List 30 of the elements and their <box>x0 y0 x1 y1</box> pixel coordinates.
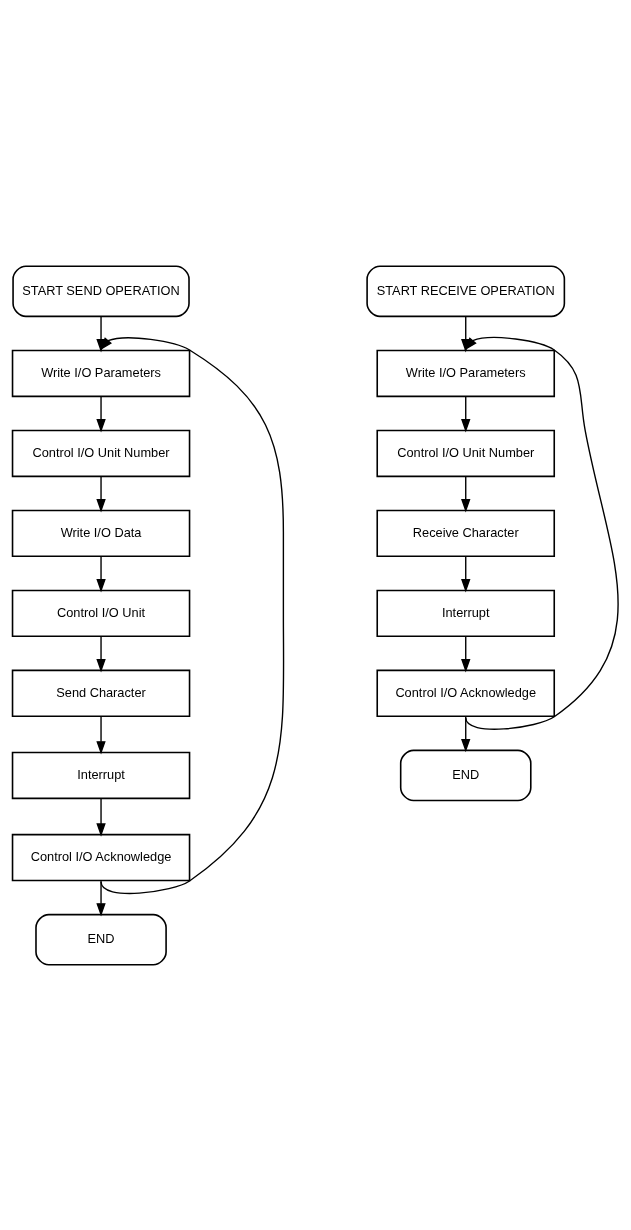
node-box: Write I/O Parameters <box>376 349 556 397</box>
node-box: Control I/O Unit Number <box>376 429 556 477</box>
arrow <box>461 395 471 433</box>
node-box: START SEND OPERATION <box>12 264 190 317</box>
arrow <box>96 395 106 433</box>
arrow <box>96 475 106 513</box>
node-box: Interrupt <box>11 751 191 799</box>
node-box: Control I/O Unit Number <box>11 429 191 477</box>
arrow <box>96 555 106 593</box>
arrow <box>464 336 619 730</box>
node-box: END <box>399 749 532 801</box>
node-box: START RECEIVE OPERATION <box>366 264 566 317</box>
node-box: Control I/O Acknowledge <box>11 833 191 881</box>
arrow <box>461 715 471 752</box>
node-box: END <box>35 913 167 966</box>
arrow <box>96 715 106 755</box>
node-box: Receive Character <box>376 509 556 557</box>
node-box: Send Character <box>11 669 191 717</box>
node-box: Control I/O Acknowledge <box>376 669 556 717</box>
arrow <box>96 879 106 917</box>
node-box: Write I/O Parameters <box>11 349 191 397</box>
arrow <box>461 475 471 513</box>
arrow <box>99 336 285 894</box>
arrow <box>96 797 106 837</box>
node-box: Interrupt <box>376 589 556 637</box>
arrow <box>461 635 471 672</box>
arrow <box>461 555 471 593</box>
node-box: Control I/O Unit <box>11 589 191 637</box>
node-box: Write I/O Data <box>11 509 191 557</box>
arrow <box>96 635 106 672</box>
